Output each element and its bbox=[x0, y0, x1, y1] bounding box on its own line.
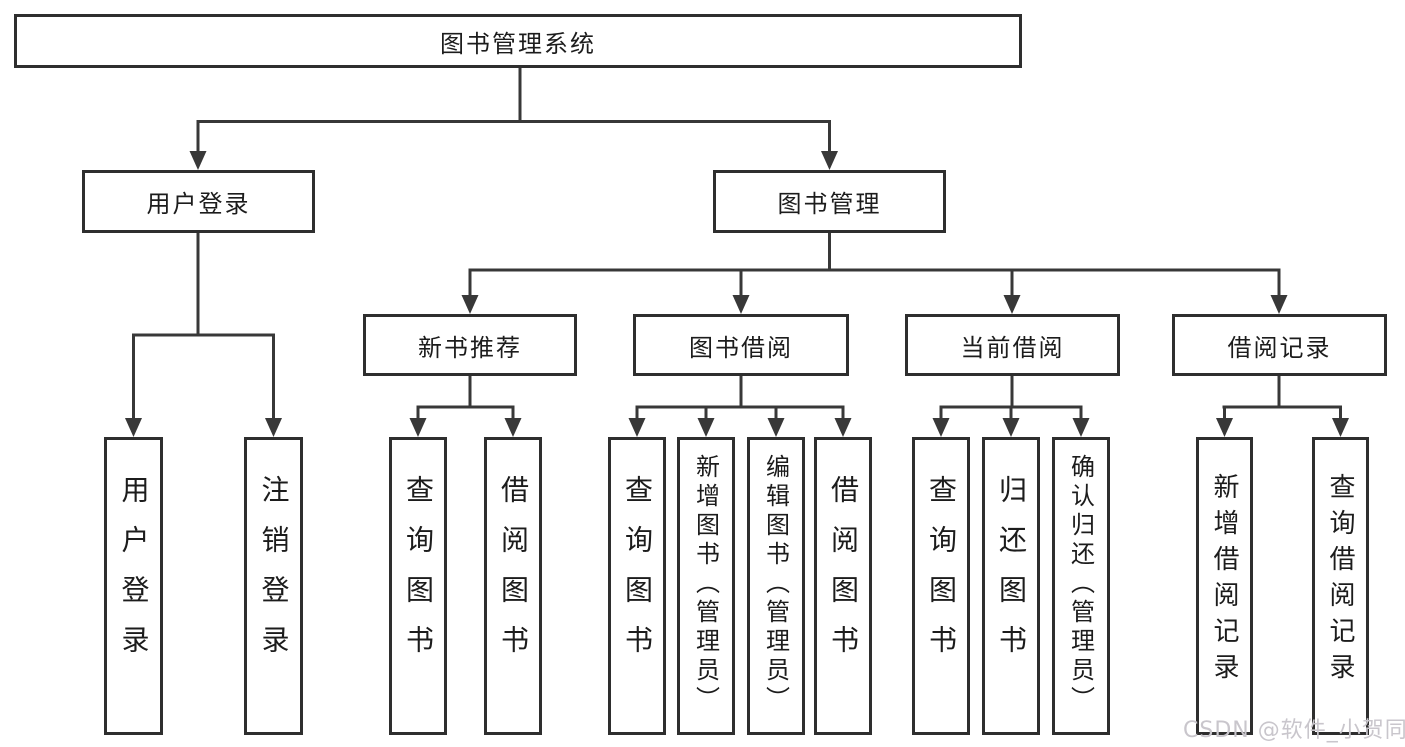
node-label: 图书管理系统 bbox=[440, 29, 596, 58]
leaf-user-login: 用户登录 bbox=[104, 437, 163, 735]
leaf-label: 归还图书 bbox=[995, 475, 1028, 675]
leaf-label: 确认归还（管理员） bbox=[1066, 453, 1095, 715]
node-user-login: 用户登录 bbox=[82, 170, 315, 233]
node-book-management: 图书管理 bbox=[713, 170, 946, 233]
leaf-bb-borrow-books: 借阅图书 bbox=[814, 437, 872, 735]
node-book-borrowing: 图书借阅 bbox=[633, 314, 849, 376]
leaf-bb-add-books-admin: 新增图书（管理员） bbox=[677, 437, 735, 735]
node-label: 图书借阅 bbox=[689, 333, 793, 362]
node-current-borrowing: 当前借阅 bbox=[905, 314, 1120, 376]
node-new-book-recommendation: 新书推荐 bbox=[363, 314, 577, 376]
node-borrowing-records: 借阅记录 bbox=[1172, 314, 1387, 376]
tree-branch-lines bbox=[132, 68, 1342, 421]
csdn-watermark: CSDN @软件_小贺同学 bbox=[1183, 718, 1405, 743]
leaf-label: 查询图书 bbox=[925, 475, 958, 675]
leaf-label: 查询借阅记录 bbox=[1325, 473, 1355, 689]
node-label: 借阅记录 bbox=[1227, 333, 1332, 362]
leaf-label: 注销登录 bbox=[257, 475, 291, 675]
leaf-logout-login: 注销登录 bbox=[244, 437, 303, 735]
node-label: 用户登录 bbox=[146, 190, 251, 218]
node-label: 图书管理 bbox=[777, 190, 882, 218]
leaf-label: 查询图书 bbox=[402, 475, 435, 675]
leaf-br-query-borrow-record: 查询借阅记录 bbox=[1312, 437, 1369, 735]
leaf-cb-return-books: 归还图书 bbox=[982, 437, 1040, 735]
leaf-label: 新增图书（管理员） bbox=[691, 453, 720, 715]
leaf-label: 编辑图书（管理员） bbox=[761, 453, 790, 715]
leaf-cb-query-books: 查询图书 bbox=[912, 437, 970, 735]
leaf-label: 用户登录 bbox=[117, 475, 151, 675]
node-library-management-system: 图书管理系统 bbox=[14, 14, 1022, 68]
leaf-label: 查询图书 bbox=[621, 475, 654, 675]
leaf-label: 新增借阅记录 bbox=[1209, 473, 1239, 689]
leaf-bb-edit-books-admin: 编辑图书（管理员） bbox=[747, 437, 805, 735]
arrowhead-icons bbox=[125, 151, 1349, 437]
leaf-nb-query-books: 查询图书 bbox=[389, 437, 447, 735]
leaf-bb-query-books: 查询图书 bbox=[608, 437, 666, 735]
leaf-br-add-borrow-record: 新增借阅记录 bbox=[1196, 437, 1253, 735]
leaf-cb-confirm-return-admin: 确认归还（管理员） bbox=[1052, 437, 1110, 735]
node-label: 新书推荐 bbox=[418, 333, 522, 362]
leaf-nb-borrow-books: 借阅图书 bbox=[484, 437, 542, 735]
leaf-label: 借阅图书 bbox=[827, 475, 860, 675]
node-label: 当前借阅 bbox=[960, 333, 1065, 362]
leaf-label: 借阅图书 bbox=[497, 475, 530, 675]
